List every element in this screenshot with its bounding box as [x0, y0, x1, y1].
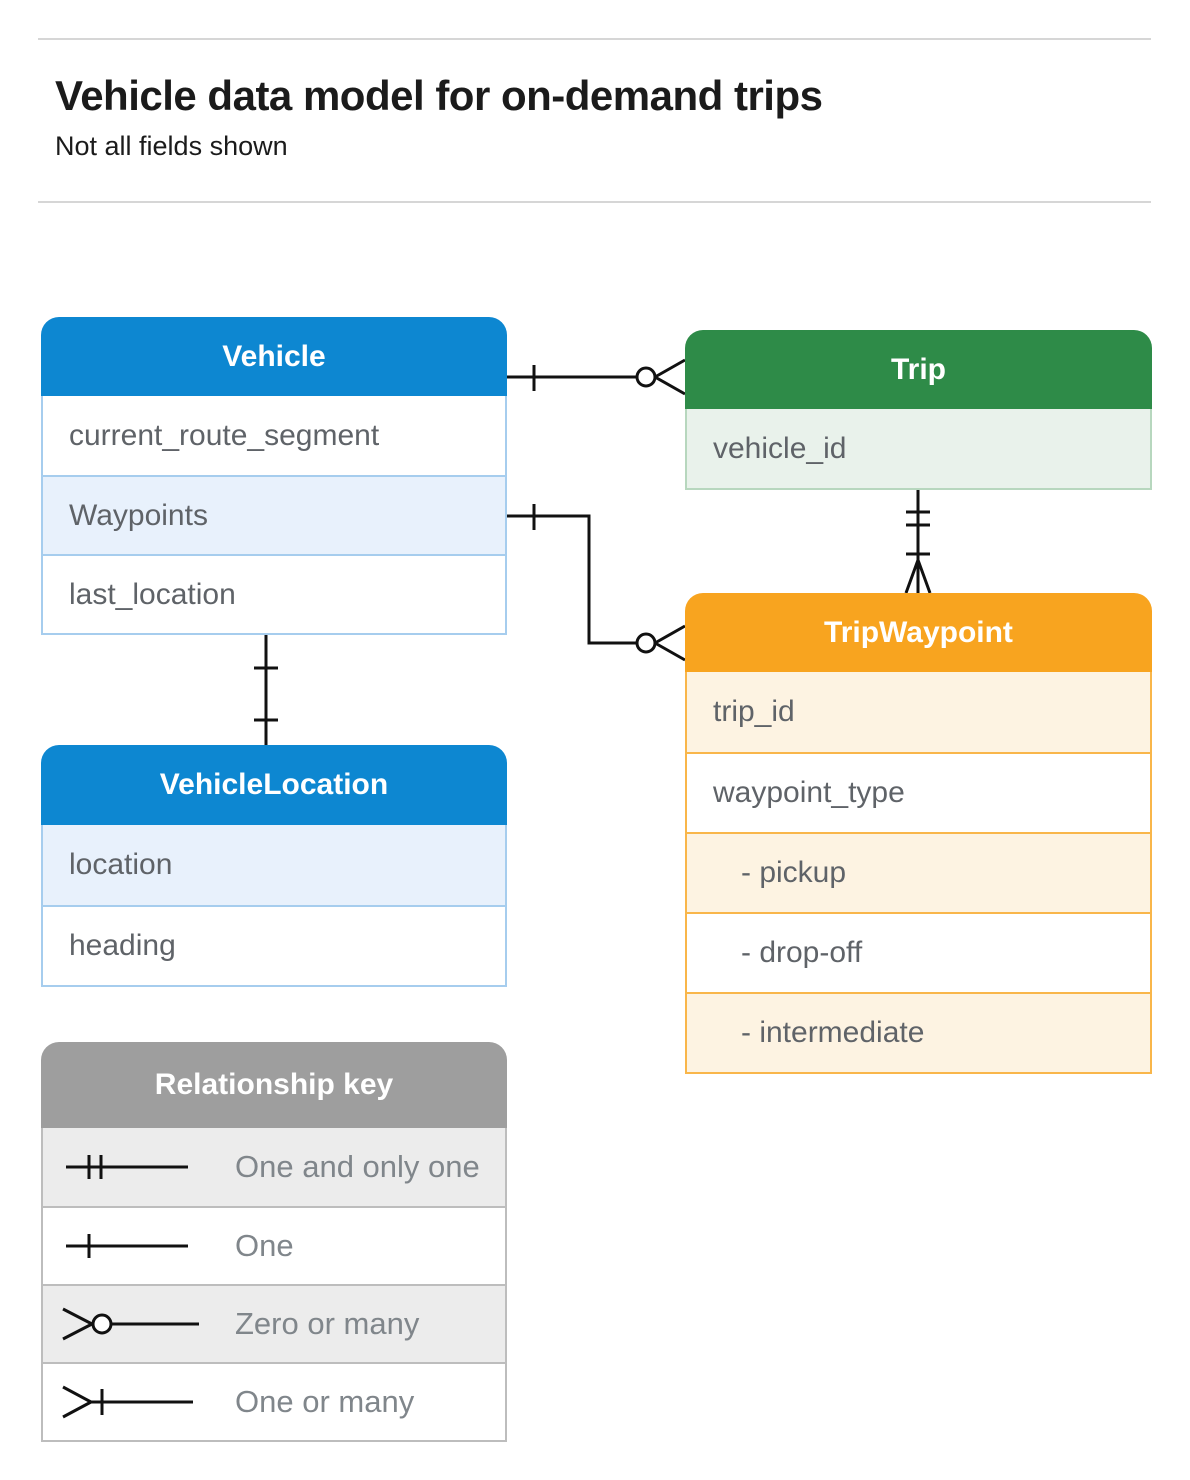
legend-row-one: One — [43, 1206, 505, 1284]
legend-row-zero-or-many: Zero or many — [43, 1284, 505, 1362]
connector-waypoints-tripwaypoint — [507, 504, 686, 662]
legend-label: One or many — [235, 1384, 415, 1419]
entity-vehiclelocation-body: location heading — [41, 825, 507, 987]
entity-tripwaypoint-header: TripWaypoint — [685, 593, 1152, 672]
connector-vehicle-vehiclelocation — [254, 633, 278, 745]
entity-row-waypoint-type: waypoint_type — [687, 752, 1150, 832]
entity-row-vehicle-id: vehicle_id — [687, 409, 1150, 488]
page-title: Vehicle data model for on-demand trips — [55, 72, 823, 119]
entity-vehicle-body: current_route_segment Waypoints last_loc… — [41, 396, 507, 635]
page-subtitle: Not all fields shown — [55, 131, 288, 161]
entity-row-heading: heading — [43, 905, 505, 985]
entity-trip-body: vehicle_id — [685, 409, 1152, 490]
zero-or-many-icon — [62, 1307, 199, 1341]
connector-vehicle-trip — [507, 358, 686, 396]
one-icon — [66, 1234, 188, 1258]
entity-row-pickup: - pickup — [687, 832, 1150, 912]
legend-label: One and only one — [235, 1149, 480, 1184]
legend-row-one-and-only-one: One and only one — [43, 1128, 505, 1206]
entity-row-waypoints: Waypoints — [43, 475, 505, 554]
entity-trip: Trip vehicle_id — [685, 330, 1152, 490]
top-divider — [38, 38, 1151, 40]
entity-row-drop-off: - drop-off — [687, 912, 1150, 992]
legend-label: One — [235, 1228, 294, 1263]
entity-vehiclelocation: VehicleLocation location heading — [41, 745, 507, 987]
legend-row-one-or-many: One or many — [43, 1362, 505, 1440]
connector-trip-tripwaypoint — [904, 488, 932, 594]
relationship-key-body: One and only one One Zero or many One or… — [41, 1128, 507, 1442]
entity-vehicle: Vehicle current_route_segment Waypoints … — [41, 317, 507, 635]
relationship-key: Relationship key One and only one One Ze… — [41, 1042, 507, 1442]
relationship-key-header: Relationship key — [41, 1042, 507, 1128]
entity-tripwaypoint-body: trip_id waypoint_type - pickup - drop-of… — [685, 672, 1152, 1074]
entity-vehicle-header: Vehicle — [41, 317, 507, 396]
entity-row-intermediate: - intermediate — [687, 992, 1150, 1072]
entity-vehiclelocation-header: VehicleLocation — [41, 745, 507, 825]
entity-row-trip-id: trip_id — [687, 672, 1150, 752]
entity-trip-header: Trip — [685, 330, 1152, 409]
header-divider — [38, 201, 1151, 203]
entity-row-last-location: last_location — [43, 554, 505, 633]
legend-label: Zero or many — [235, 1306, 420, 1341]
one-and-only-one-icon — [66, 1155, 188, 1179]
one-or-many-icon — [62, 1385, 193, 1419]
entity-row-current-route-segment: current_route_segment — [43, 396, 505, 475]
entity-row-location: location — [43, 825, 505, 905]
entity-tripwaypoint: TripWaypoint trip_id waypoint_type - pic… — [685, 593, 1152, 1074]
